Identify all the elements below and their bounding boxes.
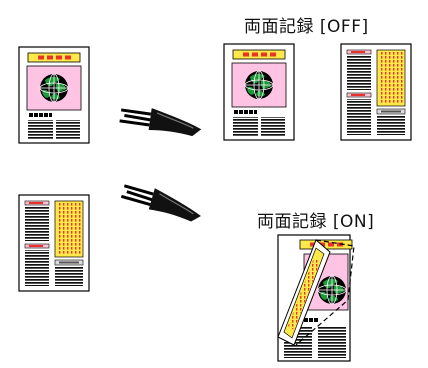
off-text-page-icon bbox=[340, 43, 412, 141]
duplex-on-label: 両面記録 [ON] bbox=[257, 212, 375, 232]
duplex-off-label: 両面記録 [OFF] bbox=[244, 17, 369, 37]
arrow-to-on-icon bbox=[118, 178, 207, 226]
arrow-to-off-icon bbox=[117, 102, 205, 139]
off-photo-page-icon bbox=[224, 44, 294, 140]
source-text-page-icon bbox=[18, 194, 90, 292]
source-photo-page-icon bbox=[19, 47, 89, 143]
on-duplex-sheet-icon bbox=[277, 234, 355, 362]
